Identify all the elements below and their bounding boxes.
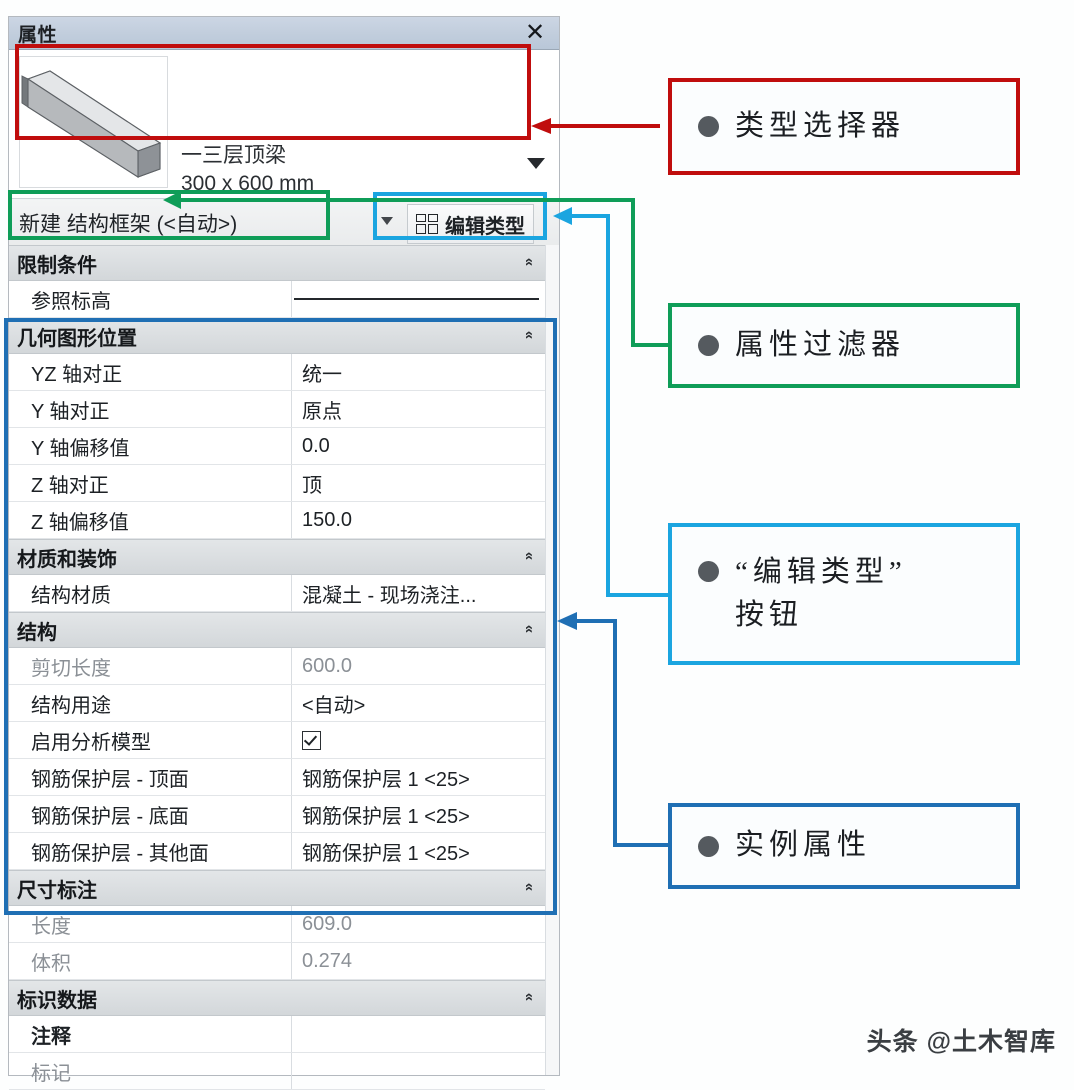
property-row[interactable]: 结构材质混凝土 - 现场浇注... bbox=[9, 575, 545, 612]
property-value[interactable]: <自动> bbox=[302, 694, 366, 717]
callout-instance-properties-text: 实例属性 bbox=[735, 829, 872, 862]
property-value[interactable] bbox=[292, 281, 545, 317]
bullet-icon bbox=[698, 835, 719, 857]
property-group-header[interactable]: 标识数据 « bbox=[9, 980, 545, 1016]
property-group-label: 标识数据 bbox=[17, 989, 97, 1012]
property-group-header[interactable]: 结构« bbox=[9, 612, 545, 648]
property-key: 钢筋保护层 - 底面 bbox=[9, 796, 292, 832]
property-key: 体积 bbox=[9, 943, 292, 979]
property-key: 注释 bbox=[9, 1016, 292, 1052]
property-group-header[interactable]: 尺寸标注« bbox=[9, 870, 545, 906]
reference-level-field[interactable] bbox=[294, 298, 539, 300]
callout-instance-properties: 实例属性 bbox=[668, 803, 1020, 889]
property-value[interactable]: 0.274 bbox=[302, 949, 353, 972]
property-group-label: 尺寸标注 bbox=[17, 879, 97, 902]
bullet-icon bbox=[698, 561, 719, 582]
property-value[interactable]: 600.0 bbox=[302, 654, 353, 677]
property-row[interactable]: Y 轴对正原点 bbox=[9, 391, 545, 428]
property-value[interactable]: 钢筋保护层 1 <25> bbox=[302, 768, 470, 791]
property-row[interactable]: Z 轴对正顶 bbox=[9, 465, 545, 502]
property-value[interactable]: 609.0 bbox=[302, 912, 353, 935]
callout-type-selector-text: 类型选择器 bbox=[735, 109, 906, 142]
property-key: 参照标高 bbox=[9, 281, 292, 317]
type-preview-thumbnail bbox=[19, 56, 168, 188]
callout-property-filter: 属性过滤器 bbox=[668, 303, 1020, 388]
property-group-label: 材质和装饰 bbox=[17, 548, 117, 571]
property-group-header[interactable]: 材质和装饰« bbox=[9, 539, 545, 575]
property-group-label: 结构 bbox=[17, 621, 57, 644]
property-key: 启用分析模型 bbox=[9, 722, 292, 758]
watermark: 头条 @土木智库 bbox=[866, 1028, 1056, 1056]
property-group-label: 限制条件 bbox=[17, 254, 97, 277]
property-group-header[interactable]: 限制条件 « bbox=[9, 245, 545, 281]
property-value[interactable]: 0.0 bbox=[302, 434, 330, 457]
panel-title: 属性 bbox=[18, 24, 58, 46]
highlight-instance-properties bbox=[4, 318, 557, 915]
property-row[interactable]: 钢筋保护层 - 其他面钢筋保护层 1 <25> bbox=[9, 833, 545, 870]
highlight-edit-type-button bbox=[373, 192, 547, 240]
callout-type-selector: 类型选择器 bbox=[668, 78, 1020, 175]
property-key: 剪切长度 bbox=[9, 648, 292, 684]
type-selector-label: 一三层顶梁 300 x 600 mm bbox=[181, 142, 314, 199]
property-value[interactable]: 混凝土 - 现场浇注... bbox=[302, 584, 477, 607]
property-row[interactable]: 体积 0.274 bbox=[9, 943, 545, 980]
highlight-property-filter bbox=[8, 190, 330, 240]
property-value[interactable]: 钢筋保护层 1 <25> bbox=[302, 842, 470, 865]
property-row[interactable]: 结构用途 <自动> bbox=[9, 685, 545, 722]
property-value[interactable] bbox=[292, 1016, 545, 1052]
callout-edit-type-button: “编辑类型” 按钮 bbox=[668, 523, 1020, 665]
property-row[interactable]: 剪切长度 600.0 bbox=[9, 648, 545, 685]
callout-property-filter-text: 属性过滤器 bbox=[735, 328, 906, 361]
property-row[interactable]: 注释 bbox=[9, 1016, 545, 1053]
property-key: Z 轴对正 bbox=[9, 465, 292, 501]
bullet-icon bbox=[698, 335, 719, 356]
type-size-name: 300 x 600 mm bbox=[181, 172, 315, 196]
close-icon[interactable]: ✕ bbox=[524, 19, 546, 46]
type-family-name: 一三层顶梁 bbox=[181, 144, 286, 167]
property-key: 钢筋保护层 - 顶面 bbox=[9, 759, 292, 795]
property-value[interactable]: 原点 bbox=[302, 400, 342, 423]
enable-analytical-model-checkbox[interactable] bbox=[302, 730, 321, 750]
property-row[interactable]: 标记 bbox=[9, 1053, 545, 1090]
property-key: 结构用途 bbox=[9, 685, 292, 721]
property-row[interactable]: Y 轴偏移值 0.0 bbox=[9, 428, 545, 465]
property-group-label: 几何图形位置 bbox=[17, 327, 137, 350]
chevron-up-icon[interactable]: « bbox=[520, 992, 538, 1002]
property-row[interactable]: 长度 609.0 bbox=[9, 906, 545, 943]
property-row[interactable]: Z 轴偏移值 150.0 bbox=[9, 502, 545, 539]
property-key: 标记 bbox=[9, 1053, 292, 1089]
property-value[interactable]: 钢筋保护层 1 <25> bbox=[302, 805, 470, 828]
property-value[interactable]: 顶 bbox=[302, 474, 322, 497]
property-row[interactable]: 钢筋保护层 - 顶面钢筋保护层 1 <25> bbox=[9, 759, 545, 796]
property-row[interactable]: 钢筋保护层 - 底面钢筋保护层 1 <25> bbox=[9, 796, 545, 833]
property-row[interactable]: 启用分析模型 bbox=[9, 722, 545, 759]
chevron-up-icon[interactable]: « bbox=[520, 257, 538, 267]
property-key: Z 轴偏移值 bbox=[9, 502, 292, 538]
chevron-down-icon[interactable] bbox=[527, 158, 545, 169]
property-row[interactable]: YZ 轴对正统一 bbox=[9, 354, 545, 391]
property-value[interactable]: 统一 bbox=[302, 363, 342, 386]
property-key: Y 轴偏移值 bbox=[9, 428, 292, 464]
property-row[interactable]: 参照标高 bbox=[9, 281, 545, 318]
callout-edit-type-button-text: “编辑类型” 按钮 bbox=[735, 555, 907, 632]
property-value[interactable] bbox=[292, 1053, 545, 1089]
property-value[interactable] bbox=[292, 722, 545, 758]
highlight-type-selector bbox=[15, 44, 531, 140]
property-key: 长度 bbox=[9, 906, 292, 942]
property-value[interactable]: 150.0 bbox=[302, 508, 353, 531]
type-selector[interactable]: 一三层顶梁 300 x 600 mm bbox=[9, 50, 559, 199]
property-key: 结构材质 bbox=[9, 575, 292, 611]
property-key: Y 轴对正 bbox=[9, 391, 292, 427]
property-key: YZ 轴对正 bbox=[9, 354, 292, 390]
bullet-icon bbox=[698, 116, 719, 137]
property-key: 钢筋保护层 - 其他面 bbox=[9, 833, 292, 869]
